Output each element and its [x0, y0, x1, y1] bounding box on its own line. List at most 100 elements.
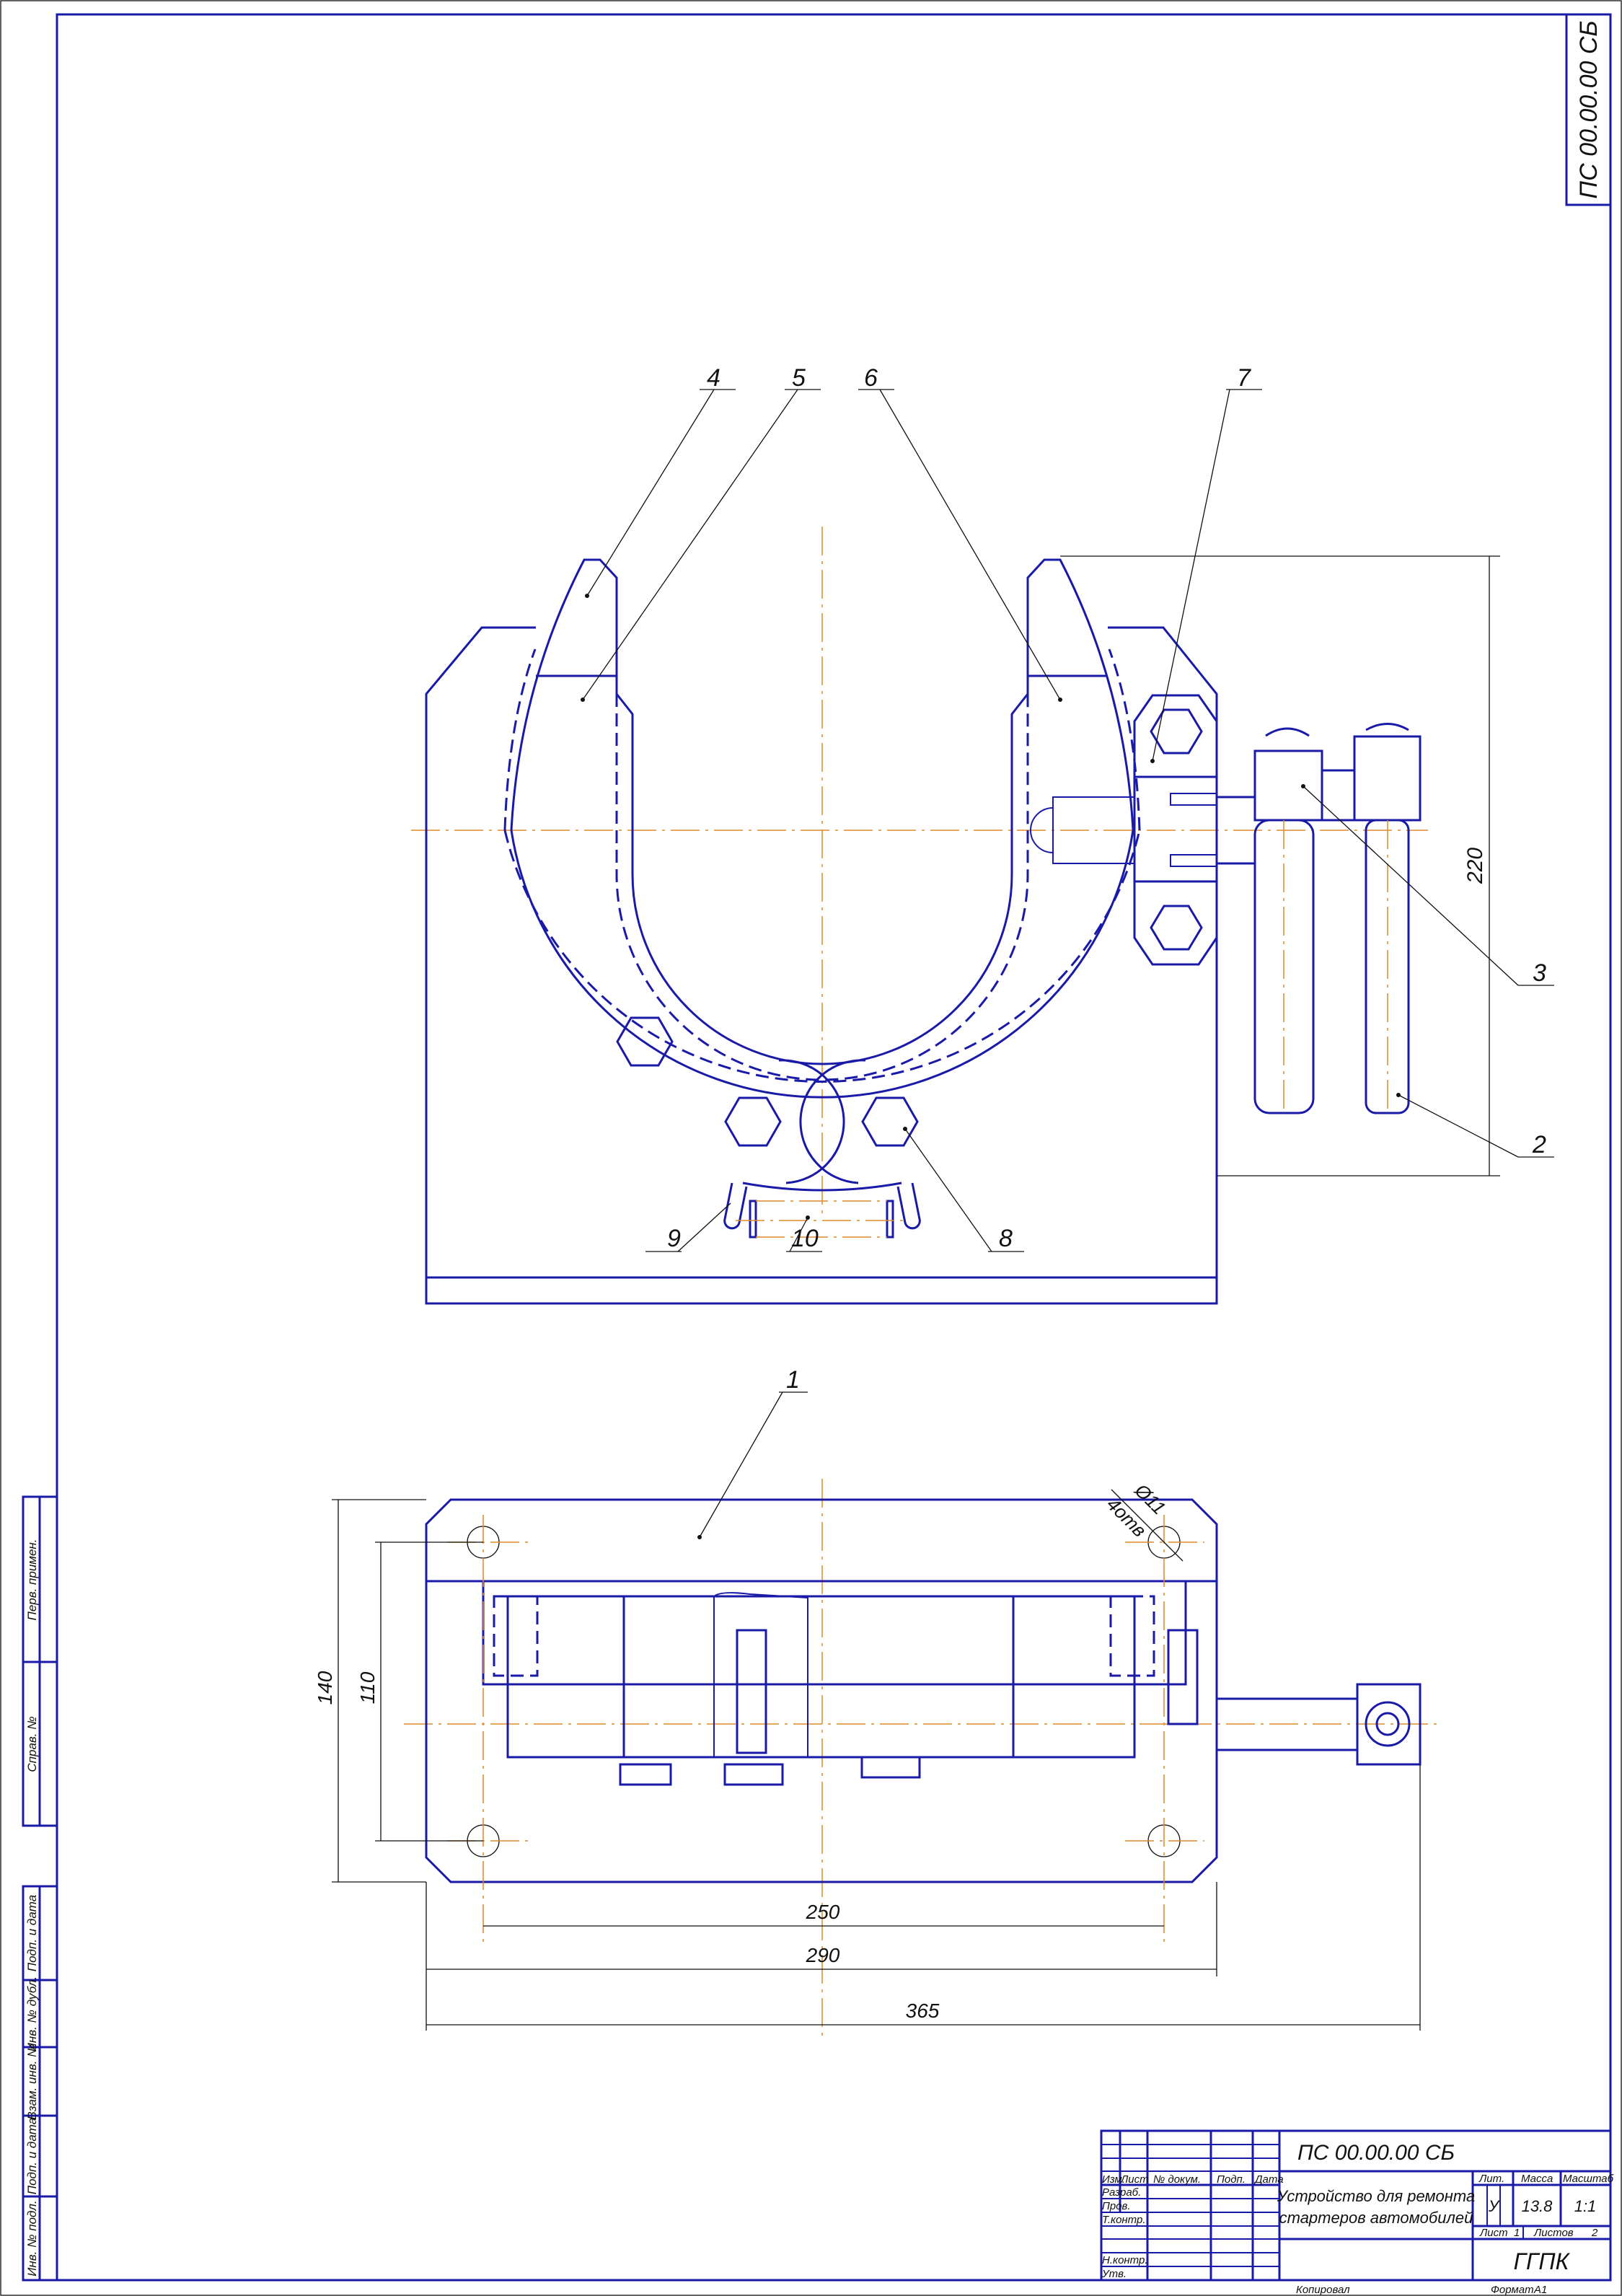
drawing-label: Лист — [1120, 2173, 1149, 2186]
drawing-line — [778, 1059, 845, 1184]
drawing-label: 220 — [1463, 848, 1487, 884]
drawing-line — [677, 1202, 731, 1252]
drawing-line — [1398, 1094, 1519, 1158]
drawing-line — [581, 698, 585, 702]
top-right-stamp: ПС 00.00.00 СБ — [1565, 13, 1612, 206]
drawing-label: Справ. № — [25, 1716, 39, 1772]
drawing-line — [1365, 723, 1409, 731]
drawing-label: 140 — [314, 1671, 336, 1705]
nut — [619, 1763, 672, 1786]
drawing-line — [503, 648, 537, 831]
drawing-label: Утв. — [1101, 2268, 1127, 2280]
drawing-label: 2 — [1532, 1131, 1546, 1158]
hex-bolt — [724, 1096, 782, 1147]
handle-block-top — [1356, 1683, 1422, 1766]
drawing-label: 290 — [806, 1944, 840, 1966]
drawing-line — [896, 1182, 921, 1230]
yoke-part-5-6 — [510, 558, 1134, 1099]
drawing-designation: ПС 00.00.00 СБ — [1297, 2141, 1455, 2165]
drawing-line — [886, 1200, 894, 1239]
drawing-label: 1 — [1514, 2227, 1520, 2239]
drawing-line — [1375, 1712, 1400, 1736]
drawing-label: 9 — [667, 1225, 681, 1252]
front-view: 220 4 5 6 7 3 2 9 10 8 — [411, 364, 1554, 1305]
drawing-label: 2 — [1591, 2227, 1598, 2239]
drawing-line — [1058, 698, 1062, 702]
drawing-label: Листов — [1533, 2227, 1574, 2239]
drawing-line — [1108, 648, 1141, 831]
drawing-line — [1100, 2129, 1612, 2282]
drawing-label: № докум. — [1153, 2173, 1201, 2186]
drawing-label: 6 — [864, 364, 878, 392]
callout-6: 6 — [858, 364, 1062, 702]
drawing-name-2: стартеров автомобилей — [1279, 2209, 1473, 2227]
left-margin-stamps: Перв. примен. Справ. № Подп. и дата Инв.… — [22, 1495, 58, 2282]
section-hatch — [713, 1592, 808, 1758]
drawing-line — [903, 1127, 907, 1131]
hex-bolt-part-8 — [861, 1096, 919, 1147]
callout-8: 8 — [903, 1127, 1024, 1252]
drawing-line — [1030, 807, 1054, 853]
drawing-line — [482, 1580, 1187, 1686]
drawing-line — [1170, 793, 1217, 806]
drawing-label: Лист — [1479, 2227, 1508, 2239]
base-part-1 — [425, 626, 1218, 1305]
drawing-line — [1265, 727, 1310, 737]
link-part-9 — [723, 1182, 748, 1230]
clamp-block — [1133, 694, 1218, 966]
drawing-line — [493, 1595, 539, 1677]
drawing-label: 1 — [786, 1366, 800, 1394]
callout-5: 5 — [581, 364, 821, 702]
drawing-line — [503, 830, 1141, 1083]
drawing-label: 1:1 — [1574, 2197, 1597, 2215]
drawing-line — [1101, 2144, 1279, 2267]
drawing-line — [749, 1200, 757, 1239]
drawing-label: Масса — [1521, 2173, 1553, 2185]
callout-10: 10 — [786, 1215, 822, 1252]
callout-2: 2 — [1396, 1093, 1554, 1158]
drawing-label: 4 — [707, 364, 720, 392]
drawing-label: Изм. — [1102, 2173, 1125, 2186]
drawing-line — [723, 1763, 784, 1786]
drawing-line — [860, 1756, 921, 1779]
base-plate-part-1 — [425, 1498, 1218, 1883]
drawing-label: У — [1488, 2197, 1500, 2215]
drawing-line — [1170, 854, 1217, 867]
drawing-frame — [56, 13, 1612, 2282]
drawing-line: Изм. Лист № докум. Подп. Дата Разраб. Пр… — [1101, 2173, 1614, 2280]
hole-leader — [1111, 1489, 1184, 1562]
drawing-label: Разраб. — [1102, 2186, 1141, 2199]
callout-4: 4 — [585, 364, 736, 598]
drawing-label: 365 — [906, 2000, 940, 2022]
drawing-line — [1301, 784, 1305, 788]
drawing-label: 7 — [1237, 364, 1251, 392]
drawing-label: Формат — [1491, 2284, 1534, 2296]
drawing-label: 8 — [999, 1225, 1013, 1252]
hex-bolt — [616, 1016, 674, 1067]
drawing-label: A1 — [1533, 2284, 1547, 2296]
drawing-line — [1365, 1701, 1411, 1747]
drawing-name-1: Устройство для ремонта — [1277, 2187, 1475, 2205]
drawing-label: 5 — [792, 364, 806, 392]
drawing-line — [1217, 796, 1255, 865]
drawing-label: 110 — [356, 1671, 379, 1704]
drawing-label: Копировал — [1296, 2284, 1350, 2296]
callout-1: 1 — [697, 1366, 808, 1539]
drawing-line — [1565, 13, 1612, 206]
hex-nut — [1150, 708, 1203, 755]
top-view: Ø11 4отв 140 110 250 290 365 1 — [314, 1366, 1442, 2038]
handle-block-2 — [1353, 735, 1422, 822]
drawing-label: 250 — [806, 1901, 840, 1923]
drawing-label: Взам. инв. № — [25, 2044, 39, 2119]
drawing-label: 10 — [791, 1225, 819, 1252]
drawing-line — [699, 1391, 783, 1538]
hex-nut — [1150, 905, 1203, 951]
drawing-label: Т.контр. — [1102, 2214, 1146, 2226]
drawing-line — [799, 1059, 866, 1184]
drawing-label: Инв. № подл. — [25, 2200, 39, 2277]
drawing-label: Перв. примен. — [25, 1539, 39, 1621]
callout-3: 3 — [1301, 784, 1554, 987]
drawing-line — [1109, 1595, 1155, 1677]
